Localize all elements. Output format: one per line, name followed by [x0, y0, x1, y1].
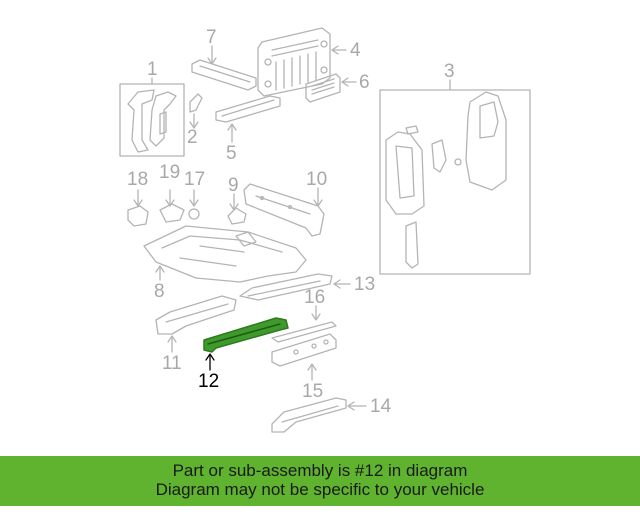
part-6-vent[interactable] — [305, 73, 341, 103]
callout-17: 17 — [184, 169, 206, 190]
leader-17-arrow — [189, 199, 199, 207]
callout-16: 16 — [304, 287, 326, 308]
part-11-crossmember[interactable] — [155, 295, 237, 335]
part-9-bracket[interactable] — [227, 207, 247, 225]
callout-3: 3 — [444, 61, 455, 82]
leader-14-arrow — [347, 401, 355, 411]
callout-6: 6 — [359, 72, 370, 93]
leader-5-arrow — [227, 123, 237, 131]
callout-12: 12 — [198, 371, 220, 392]
part-13-crossmember[interactable] — [239, 273, 333, 301]
parts-diagram-drawing — [119, 27, 531, 433]
callout-9: 9 — [228, 175, 239, 196]
part-19-clip[interactable] — [159, 203, 185, 223]
leader-4-arrow — [331, 45, 339, 55]
part-18-clip[interactable] — [127, 205, 149, 227]
info-banner: Part or sub-assembly is #12 in diagram D… — [0, 456, 640, 506]
leader-15-arrow — [307, 363, 317, 371]
leader-10-arrow — [313, 199, 323, 207]
part-2-bracket[interactable] — [189, 93, 203, 129]
leader-13-arrow — [333, 279, 341, 289]
callout-19: 19 — [159, 162, 181, 183]
part-7-rail[interactable] — [191, 59, 257, 91]
leader-19-arrow — [165, 199, 175, 207]
callout-14: 14 — [370, 396, 392, 417]
banner-line-1: Part or sub-assembly is #12 in diagram — [172, 461, 468, 480]
part-10-rail[interactable] — [243, 183, 325, 237]
leader-8-arrow — [155, 265, 165, 273]
part-12-highlighted[interactable] — [203, 317, 289, 353]
callout-15: 15 — [302, 381, 324, 402]
part-5-rocker[interactable] — [215, 95, 281, 123]
part-14-crossmember[interactable] — [271, 397, 347, 433]
leader-12-arrow — [205, 353, 215, 361]
part-3-box — [379, 89, 531, 275]
part-1-pillar[interactable] — [127, 89, 177, 153]
parts-diagram: 1 2 3 4 5 6 7 8 9 10 11 12 13 14 15 16 1… — [119, 27, 531, 433]
callout-11: 11 — [162, 353, 182, 374]
callout-13: 13 — [354, 274, 376, 295]
callout-7: 7 — [206, 27, 217, 48]
leader-16-arrow — [311, 313, 321, 321]
callout-1: 1 — [147, 59, 158, 80]
callout-4: 4 — [350, 40, 361, 61]
callout-10: 10 — [306, 169, 328, 190]
callout-5: 5 — [226, 143, 237, 164]
leader-6-arrow — [341, 77, 349, 87]
part-15-panel[interactable] — [271, 333, 337, 367]
part-17-plug[interactable] — [188, 208, 200, 220]
leader-11-arrow — [167, 335, 177, 343]
leader-2-arrow — [189, 121, 199, 129]
banner-line-2: Diagram may not be specific to your vehi… — [155, 480, 485, 499]
callout-18: 18 — [127, 169, 149, 190]
callout-8: 8 — [154, 281, 165, 302]
part-8-floor-pan[interactable] — [143, 225, 307, 283]
leader-9-arrow — [229, 203, 239, 211]
part-3-quarter-panel[interactable] — [385, 91, 507, 269]
callout-2: 2 — [187, 127, 198, 148]
part-4-back-panel[interactable] — [257, 27, 331, 97]
part-16-strip[interactable] — [271, 321, 337, 343]
